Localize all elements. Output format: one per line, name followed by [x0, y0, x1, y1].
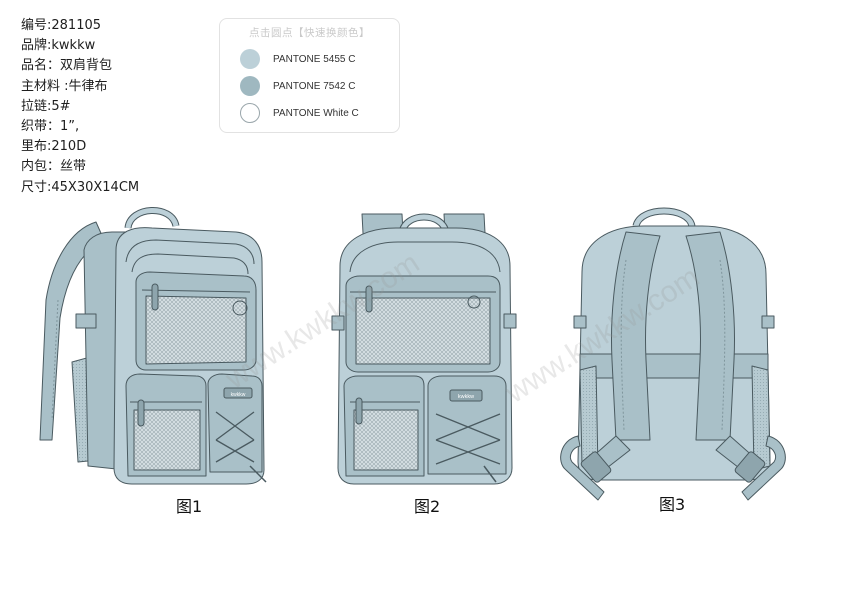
swatch-dot-white-c[interactable] — [240, 103, 260, 123]
swatch-label-7542c: PANTONE 7542 C — [273, 80, 356, 92]
backpack-figure-2: kwkkw — [331, 213, 517, 485]
swatch-row-white-c[interactable]: PANTONE White C — [240, 102, 359, 124]
spec-item-inner-bag: 内包：丝带 — [21, 159, 87, 175]
color-swatch-panel: 点击圆点【快速换颜色】 PANTONE 5455 C PANTONE 7542 … — [219, 18, 400, 133]
spec-item-webbing: 织带：1”, — [21, 119, 80, 135]
spec-item-size: 尺寸:45X30X14CM — [21, 179, 140, 195]
swatch-label-5455c: PANTONE 5455 C — [273, 53, 356, 65]
swatch-panel-title: 点击圆点【快速换颜色】 — [249, 27, 370, 39]
spec-item-brand: 品牌:kwkkw — [21, 38, 96, 54]
swatch-dot-7542c[interactable] — [240, 76, 260, 96]
figure-3-caption: 图3 — [659, 495, 686, 514]
figure-1-brand-tag: kwkkw — [231, 392, 246, 398]
spec-item-zipper: 拉链:5# — [21, 98, 71, 114]
backpack-figure-1: kwkkw — [39, 207, 267, 485]
spec-item-product-name: 品名：双肩背包 — [21, 58, 113, 74]
spec-list: 编号:281105 品牌:kwkkw 品名：双肩背包 主材料 :牛律布 拉链:5… — [21, 16, 139, 198]
swatch-row-7542c[interactable]: PANTONE 7542 C — [240, 75, 355, 97]
figure-2-caption: 图2 — [414, 497, 441, 516]
swatch-label-white-c: PANTONE White C — [273, 107, 359, 119]
spec-item-lining: 里布:210D — [21, 139, 87, 155]
spec-item-main-material: 主材料 :牛律布 — [21, 78, 108, 94]
figure-1-caption: 图1 — [176, 497, 203, 516]
swatch-dot-5455c[interactable] — [240, 49, 260, 69]
swatch-row-5455c[interactable]: PANTONE 5455 C — [240, 48, 355, 70]
backpack-figure-3 — [560, 207, 786, 501]
figure-2-brand-tag: kwkkw — [458, 394, 474, 400]
spec-item-number: 编号:281105 — [21, 18, 102, 33]
